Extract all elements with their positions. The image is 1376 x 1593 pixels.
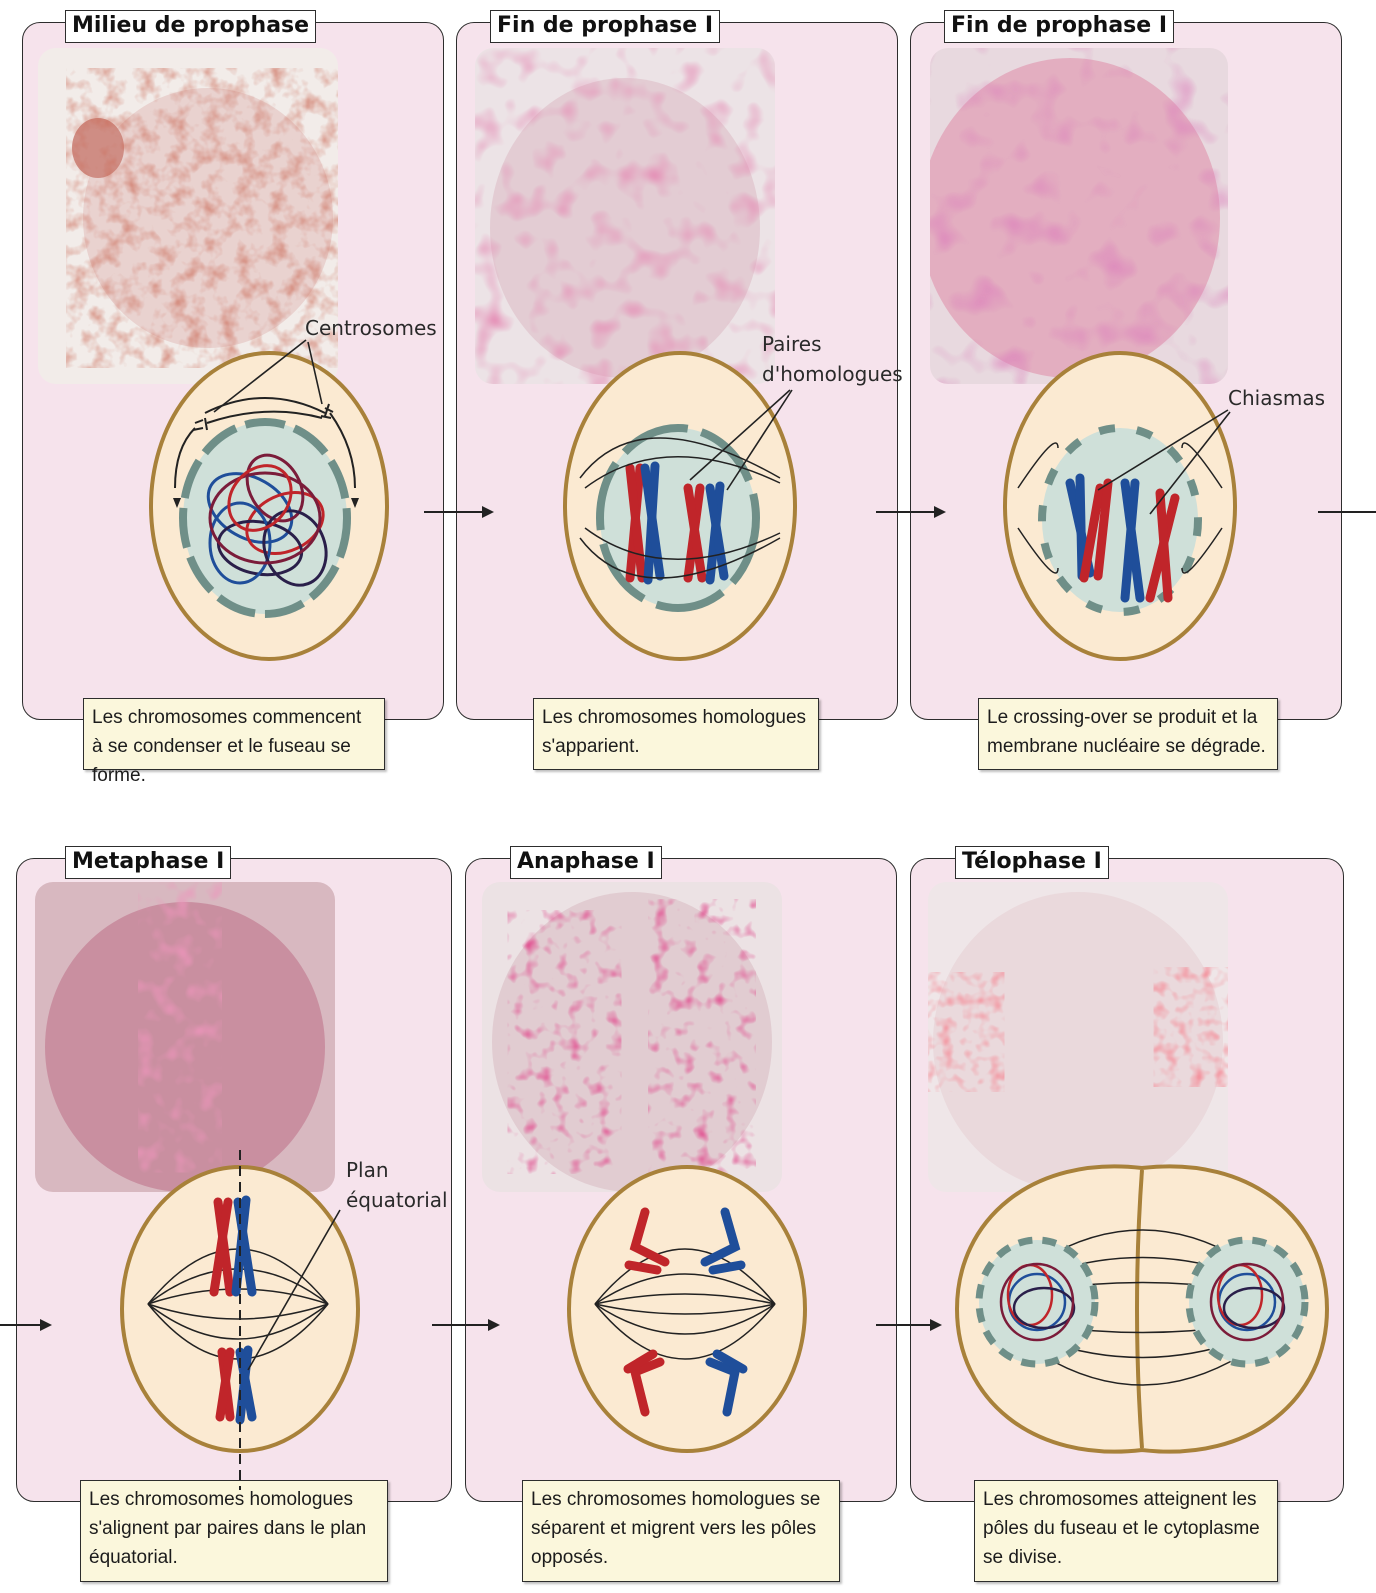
panel-title: Anaphase I [510,846,662,879]
caption-metaphase-1: Les chromosomes homologues s'alignent pa… [80,1480,388,1582]
panel-title: Fin de prophase I [490,10,720,43]
micrograph-mid-prophase [38,48,338,384]
label-chiasmas: Chiasmas [1228,384,1325,412]
cell-diagram-mid-prophase [145,348,393,664]
micrograph-late-prophase-1 [475,48,775,384]
cell-diagram-metaphase-1 [118,1162,366,1456]
micrograph-metaphase-1 [35,882,335,1192]
panel-title: Metaphase I [65,846,231,879]
cell-diagram-late-prophase-1-crossing [1000,348,1240,664]
micrograph-telophase-1 [928,882,1228,1192]
cell-diagram-late-prophase-1 [560,348,800,664]
label-centrosomes: Centrosomes [305,314,437,342]
cell-diagram-anaphase-1 [565,1162,813,1456]
caption-late-prophase-1: Les chromosomes homologues s'apparient. [533,698,819,770]
caption-mid-prophase: Les chromosomes commencent à se condense… [83,698,385,770]
panel-title: Télophase I [955,846,1109,879]
caption-anaphase-1: Les chromosomes homologues se séparent e… [522,1480,840,1582]
micrograph-late-prophase-1-crossing [930,48,1228,384]
cell-diagram-telophase-1 [952,1160,1332,1458]
caption-late-prophase-1-crossing: Le crossing-over se produit et la membra… [978,698,1278,770]
panel-title: Milieu de prophase [65,10,316,43]
panel-title: Fin de prophase I [944,10,1174,43]
caption-telophase-1: Les chromosomes atteignent les pôles du … [974,1480,1278,1582]
micrograph-anaphase-1 [482,882,782,1192]
